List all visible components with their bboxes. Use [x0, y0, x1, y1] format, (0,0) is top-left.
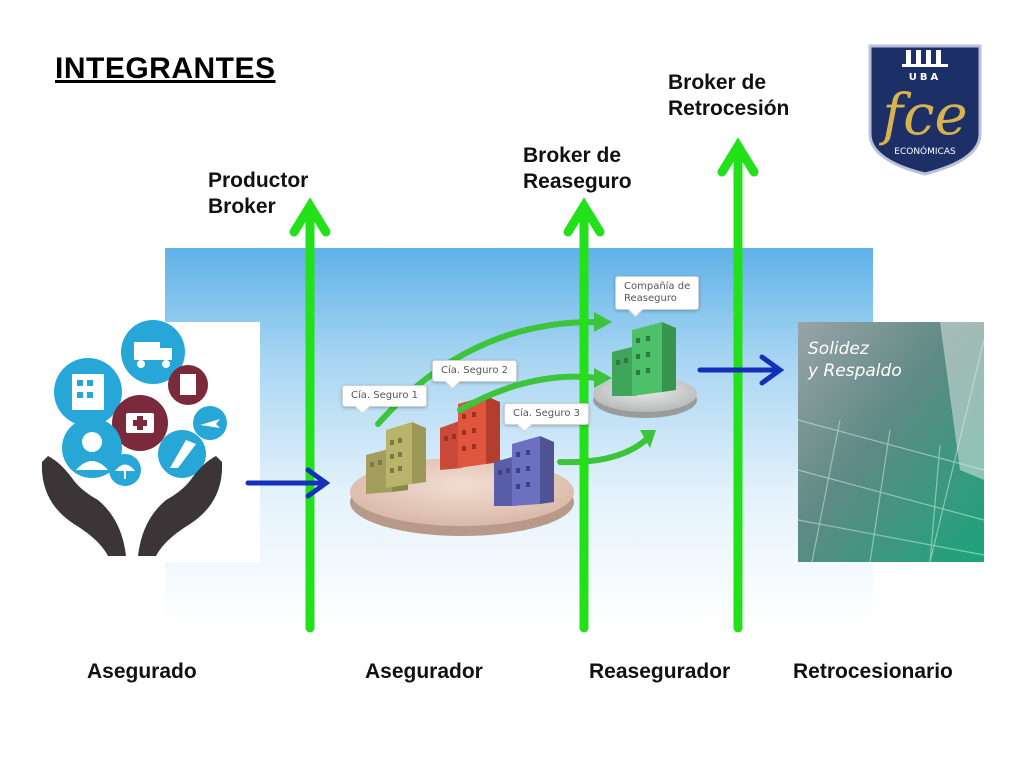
reasegurador-label: Reasegurador — [589, 660, 731, 683]
sky-background — [165, 248, 873, 628]
asegurador-label: Asegurador — [365, 660, 483, 683]
broker-retrocesion-label: Broker de Retrocesión — [668, 71, 790, 120]
retrocesionario-label: Retrocesionario — [793, 660, 953, 683]
left-hand-icon — [41, 456, 127, 556]
broker-reaseguro-label: Broker de Reaseguro — [523, 144, 632, 193]
building-cia-seguro-3 — [494, 436, 554, 506]
logo-economicas-text: ECONÓMICAS — [894, 145, 956, 157]
productor-broker-label: Productor Broker — [208, 169, 309, 218]
retro-text-line-1: Solidez — [808, 339, 870, 359]
page-title: INTEGRANTES — [55, 52, 276, 85]
asegurado-illustration — [28, 320, 260, 562]
bubble-cia-seguro-3: Cía. Seguro 3 — [504, 403, 589, 425]
right-hand-icon — [138, 456, 223, 556]
bubble-compania-reaseguro: Compañía de Reaseguro — [615, 276, 700, 310]
building-cia-seguro-1 — [366, 422, 426, 494]
bubble-cia-seguro-2: Cía. Seguro 2 — [432, 360, 517, 382]
fce-logo: UBA fce ECONÓMICAS — [866, 42, 984, 178]
retro-text-line-2: y Respaldo — [807, 361, 902, 381]
logo-uba-text: UBA — [909, 72, 941, 83]
building-cia-seguro-2 — [440, 396, 500, 470]
bubble-cia-seguro-1: Cía. Seguro 1 — [342, 385, 427, 407]
flow-arrows — [245, 354, 785, 499]
logo-fce-text: fce — [878, 83, 967, 148]
building-compania-reaseguro — [612, 322, 676, 396]
retrocesionario-image — [797, 322, 985, 563]
asegurado-label: Asegurado — [87, 660, 197, 683]
